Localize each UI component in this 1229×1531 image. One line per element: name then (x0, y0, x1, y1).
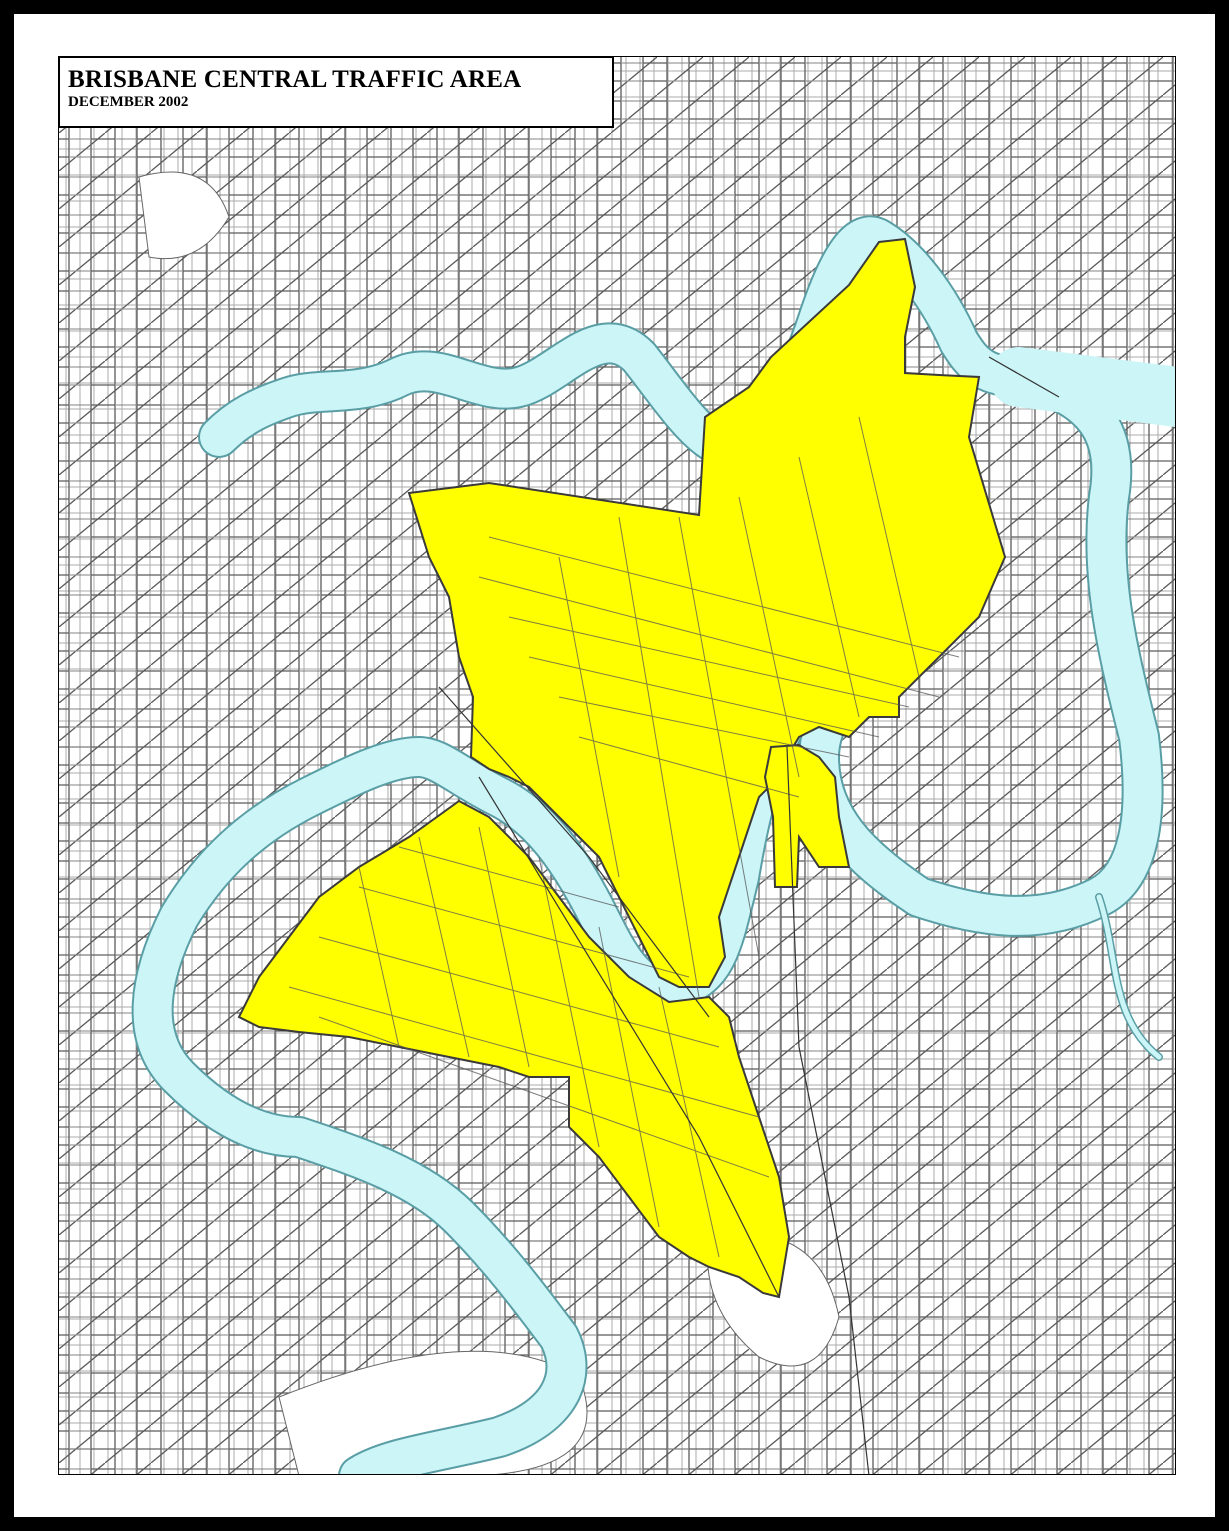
map-canvas[interactable] (58, 56, 1176, 1475)
map-subtitle: DECEMBER 2002 (68, 94, 189, 110)
map-title: BRISBANE CENTRAL TRAFFIC AREA (68, 66, 522, 93)
central-traffic-area (237, 237, 1007, 1299)
parkland-area (138, 171, 230, 260)
map-svg (59, 57, 1175, 1474)
map-title-box: BRISBANE CENTRAL TRAFFIC AREA DECEMBER 2… (58, 56, 614, 128)
brisbane-river (131, 215, 1175, 1474)
highway-lines (438, 356, 1060, 1474)
